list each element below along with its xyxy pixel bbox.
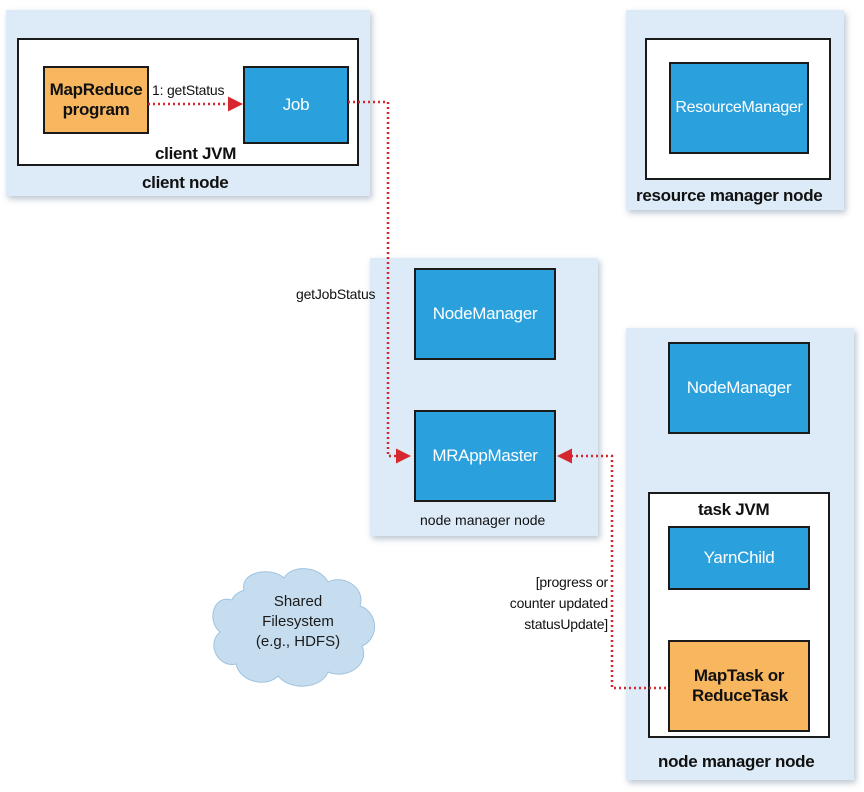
task-node-label: node manager node bbox=[658, 752, 815, 771]
cloud-label: Shared Filesystem (e.g., HDFS) bbox=[236, 592, 360, 652]
client-node-label: client node bbox=[142, 173, 229, 192]
resource-manager-container: ResourceManager bbox=[645, 38, 831, 180]
get-status-label: 1: getStatus bbox=[152, 82, 225, 98]
cloud-line-2: Filesystem bbox=[262, 613, 334, 630]
node-manager-box: NodeManager bbox=[414, 268, 556, 360]
status-update-line-2: counter updated bbox=[509, 595, 608, 611]
get-job-status-arrow bbox=[348, 100, 411, 464]
task-jvm-label: task JVM bbox=[698, 500, 770, 519]
mrappmaster-box: MRAppMaster bbox=[414, 410, 556, 502]
yarnchild-box: YarnChild bbox=[668, 526, 810, 590]
status-update-arrow bbox=[557, 448, 666, 690]
cloud-line-3: (e.g., HDFS) bbox=[255, 633, 341, 650]
app-master-node-label: node manager node bbox=[420, 512, 546, 528]
client-jvm-label: client JVM bbox=[155, 144, 237, 163]
resource-manager-node: ResourceManager resource manager node bbox=[626, 10, 844, 210]
task-node: NodeManager task JVM YarnChild MapTask o… bbox=[626, 328, 854, 780]
resource-manager-node-label: resource manager node bbox=[636, 186, 823, 205]
get-job-status-label: getJobStatus bbox=[296, 286, 376, 302]
task-node-manager-box: NodeManager bbox=[668, 342, 810, 434]
shared-filesystem-cloud bbox=[212, 568, 375, 687]
task-jvm: task JVM YarnChild MapTask or ReduceTask bbox=[648, 492, 830, 738]
mapreduce-program-box: MapReduce program bbox=[43, 66, 149, 134]
client-node: MapReduce program Job client JVM client … bbox=[6, 10, 370, 196]
task-box-text: MapTask or ReduceTask bbox=[692, 665, 788, 705]
resource-manager-box: ResourceManager bbox=[669, 62, 809, 154]
status-update-line-1: [progress or bbox=[535, 574, 608, 590]
task-box: MapTask or ReduceTask bbox=[668, 640, 810, 732]
client-jvm: MapReduce program Job client JVM bbox=[17, 38, 359, 166]
status-update-line-3: statusUpdate] bbox=[524, 616, 608, 632]
status-update-label: [progress or counter updated statusUpdat… bbox=[510, 572, 608, 635]
cloud-line-1: Shared bbox=[273, 593, 323, 610]
job-box: Job bbox=[243, 66, 349, 144]
app-master-node: NodeManager MRAppMaster node manager nod… bbox=[370, 258, 598, 536]
